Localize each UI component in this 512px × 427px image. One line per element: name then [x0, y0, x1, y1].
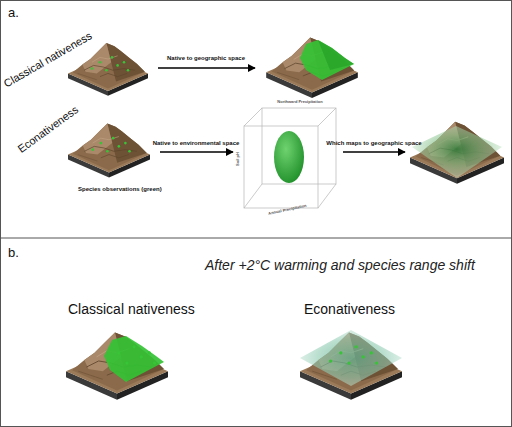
- environmental-space-cube: [244, 108, 336, 208]
- terrain-classical-range: [266, 38, 358, 99]
- arrow-label: Native to environmental space: [153, 140, 240, 146]
- axis-label: Northward Precipitation: [277, 100, 322, 104]
- panel-letter: a.: [8, 6, 19, 19]
- terrain-econative-shifted: [300, 330, 402, 400]
- arrow-label: Native to geographic space: [167, 55, 245, 61]
- process-arrow: [160, 151, 233, 152]
- row-title: Econativeness: [16, 104, 80, 155]
- arrow-label: Which maps to geographic space: [326, 140, 421, 146]
- process-arrow: [343, 151, 405, 152]
- caption-note: Species observations (green): [78, 186, 162, 192]
- terrain-econative-range: [410, 122, 504, 184]
- panel-divider: [0, 238, 512, 239]
- column-title: Econativeness: [304, 302, 395, 316]
- panel-subtitle: After +2°C warming and species range shi…: [205, 258, 475, 272]
- terrain-observations: [68, 123, 150, 177]
- niche-ellipsoid: [274, 131, 304, 183]
- terrain-observations: [68, 43, 148, 96]
- panel-letter: b.: [8, 246, 19, 259]
- axis-label: Annual Precipitation: [268, 204, 307, 216]
- process-arrow: [158, 67, 255, 68]
- terrain-classical-shifted: [66, 332, 168, 399]
- column-title: Classical nativeness: [68, 302, 195, 316]
- axis-label: Soil pH: [236, 152, 240, 166]
